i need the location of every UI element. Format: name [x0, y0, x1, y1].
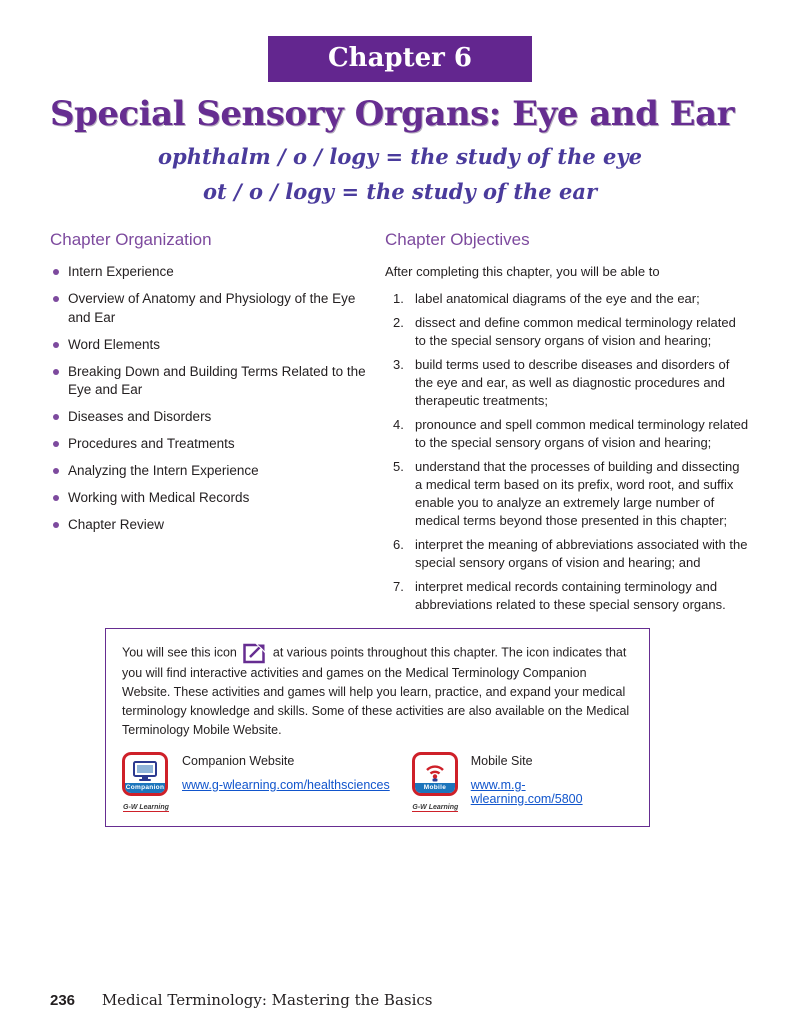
objective-item: pronounce and spell common medical termi…: [393, 416, 749, 450]
textbook-page: Chapter 6 Special Sensory Organs: Eye an…: [0, 36, 800, 1035]
organization-item: Diseases and Disorders: [50, 408, 370, 427]
organization-item: Working with Medical Records: [50, 489, 370, 508]
companion-icon-wrap: Companion G-W Learning: [122, 751, 170, 814]
book-title: Medical Terminology: Mastering the Basic…: [101, 991, 433, 1009]
mobile-icon-wrap: Mobile G-W Learning: [412, 751, 459, 814]
objective-item: interpret the meaning of abbreviations a…: [393, 536, 748, 570]
chapter-organization-heading: Chapter Organization: [50, 230, 212, 249]
mobile-site-label: Mobile Site: [470, 753, 533, 768]
info-text-after-icon: at various points throughout this chapte…: [122, 644, 630, 737]
mobile-site-link[interactable]: www.m.g-wlearning.com/5800: [470, 777, 583, 806]
organization-item: Procedures and Treatments: [50, 435, 370, 454]
gw-learning-brand: G-W Learning: [123, 803, 169, 812]
chapter-badge-label: Chapter 6: [327, 43, 472, 73]
companion-icon-label: Companion: [125, 782, 165, 793]
organization-item: Chapter Review: [50, 516, 370, 535]
companion-website-info-box: You will see this icon at various points…: [105, 627, 650, 827]
mobile-site-icon: Mobile: [412, 751, 458, 796]
page-title: Special Sensory Organs: Eye and Ear: [50, 94, 735, 134]
objective-item: dissect and define common medical termin…: [393, 314, 736, 348]
organization-item: Intern Experience: [50, 263, 370, 282]
objective-item: understand that the processes of buildin…: [393, 458, 740, 528]
organization-item: Breaking Down and Building Terms Related…: [50, 363, 370, 401]
page-footer: 236 Medical Terminology: Mastering the B…: [50, 991, 432, 1009]
objective-item: label anatomical diagrams of the eye and…: [393, 290, 700, 308]
mobile-icon-label: Mobile: [415, 782, 455, 793]
companion-website-link[interactable]: www.g-wlearning.com/healthsciences: [182, 777, 390, 792]
objective-item: build terms used to describe diseases an…: [393, 356, 730, 408]
info-box-paragraph: You will see this icon at various points…: [122, 642, 633, 740]
objectives-intro: After completing this chapter, you will …: [385, 264, 660, 279]
organization-item: Word Elements: [50, 336, 370, 355]
objective-item: interpret medical records containing ter…: [393, 578, 726, 612]
page-number: 236: [50, 992, 76, 1009]
chapter-organization-section: Chapter Organization Intern Experience O…: [50, 230, 370, 620]
companion-website-entry: Companion G-W Learning Companion Website…: [122, 751, 412, 814]
companion-website-text: Companion Website www.g-wlearning.com/he…: [182, 752, 390, 794]
website-links-row: Companion G-W Learning Companion Website…: [122, 751, 633, 814]
mobile-site-entry: Mobile G-W Learning Mobile Site www.m.g-…: [412, 751, 633, 814]
chapter-objectives-heading: Chapter Objectives: [385, 230, 530, 249]
two-column-layout: Chapter Organization Intern Experience O…: [50, 230, 750, 620]
etymology-line-eye: ophthalm / o / logy = the study of the e…: [158, 144, 642, 169]
chapter-organization-list: Intern Experience Overview of Anatomy an…: [50, 263, 370, 535]
organization-item: Analyzing the Intern Experience: [50, 462, 370, 481]
companion-website-icon: Companion: [122, 751, 168, 796]
mobile-site-text: Mobile Site www.m.g-wlearning.com/5800: [471, 752, 633, 808]
info-text-before-icon: You will see this icon: [122, 644, 237, 659]
companion-website-label: Companion Website: [182, 753, 295, 768]
chapter-badge: Chapter 6: [268, 36, 532, 82]
etymology-line-ear: ot / o / logy = the study of the ear: [202, 179, 598, 204]
organization-item: Overview of Anatomy and Physiology of th…: [50, 290, 370, 328]
gw-learning-brand: G-W Learning: [412, 803, 459, 812]
interactive-activity-icon: [243, 642, 267, 664]
chapter-objectives-list: label anatomical diagrams of the eye and…: [385, 290, 750, 614]
chapter-objectives-section: Chapter Objectives After completing this…: [385, 230, 750, 620]
